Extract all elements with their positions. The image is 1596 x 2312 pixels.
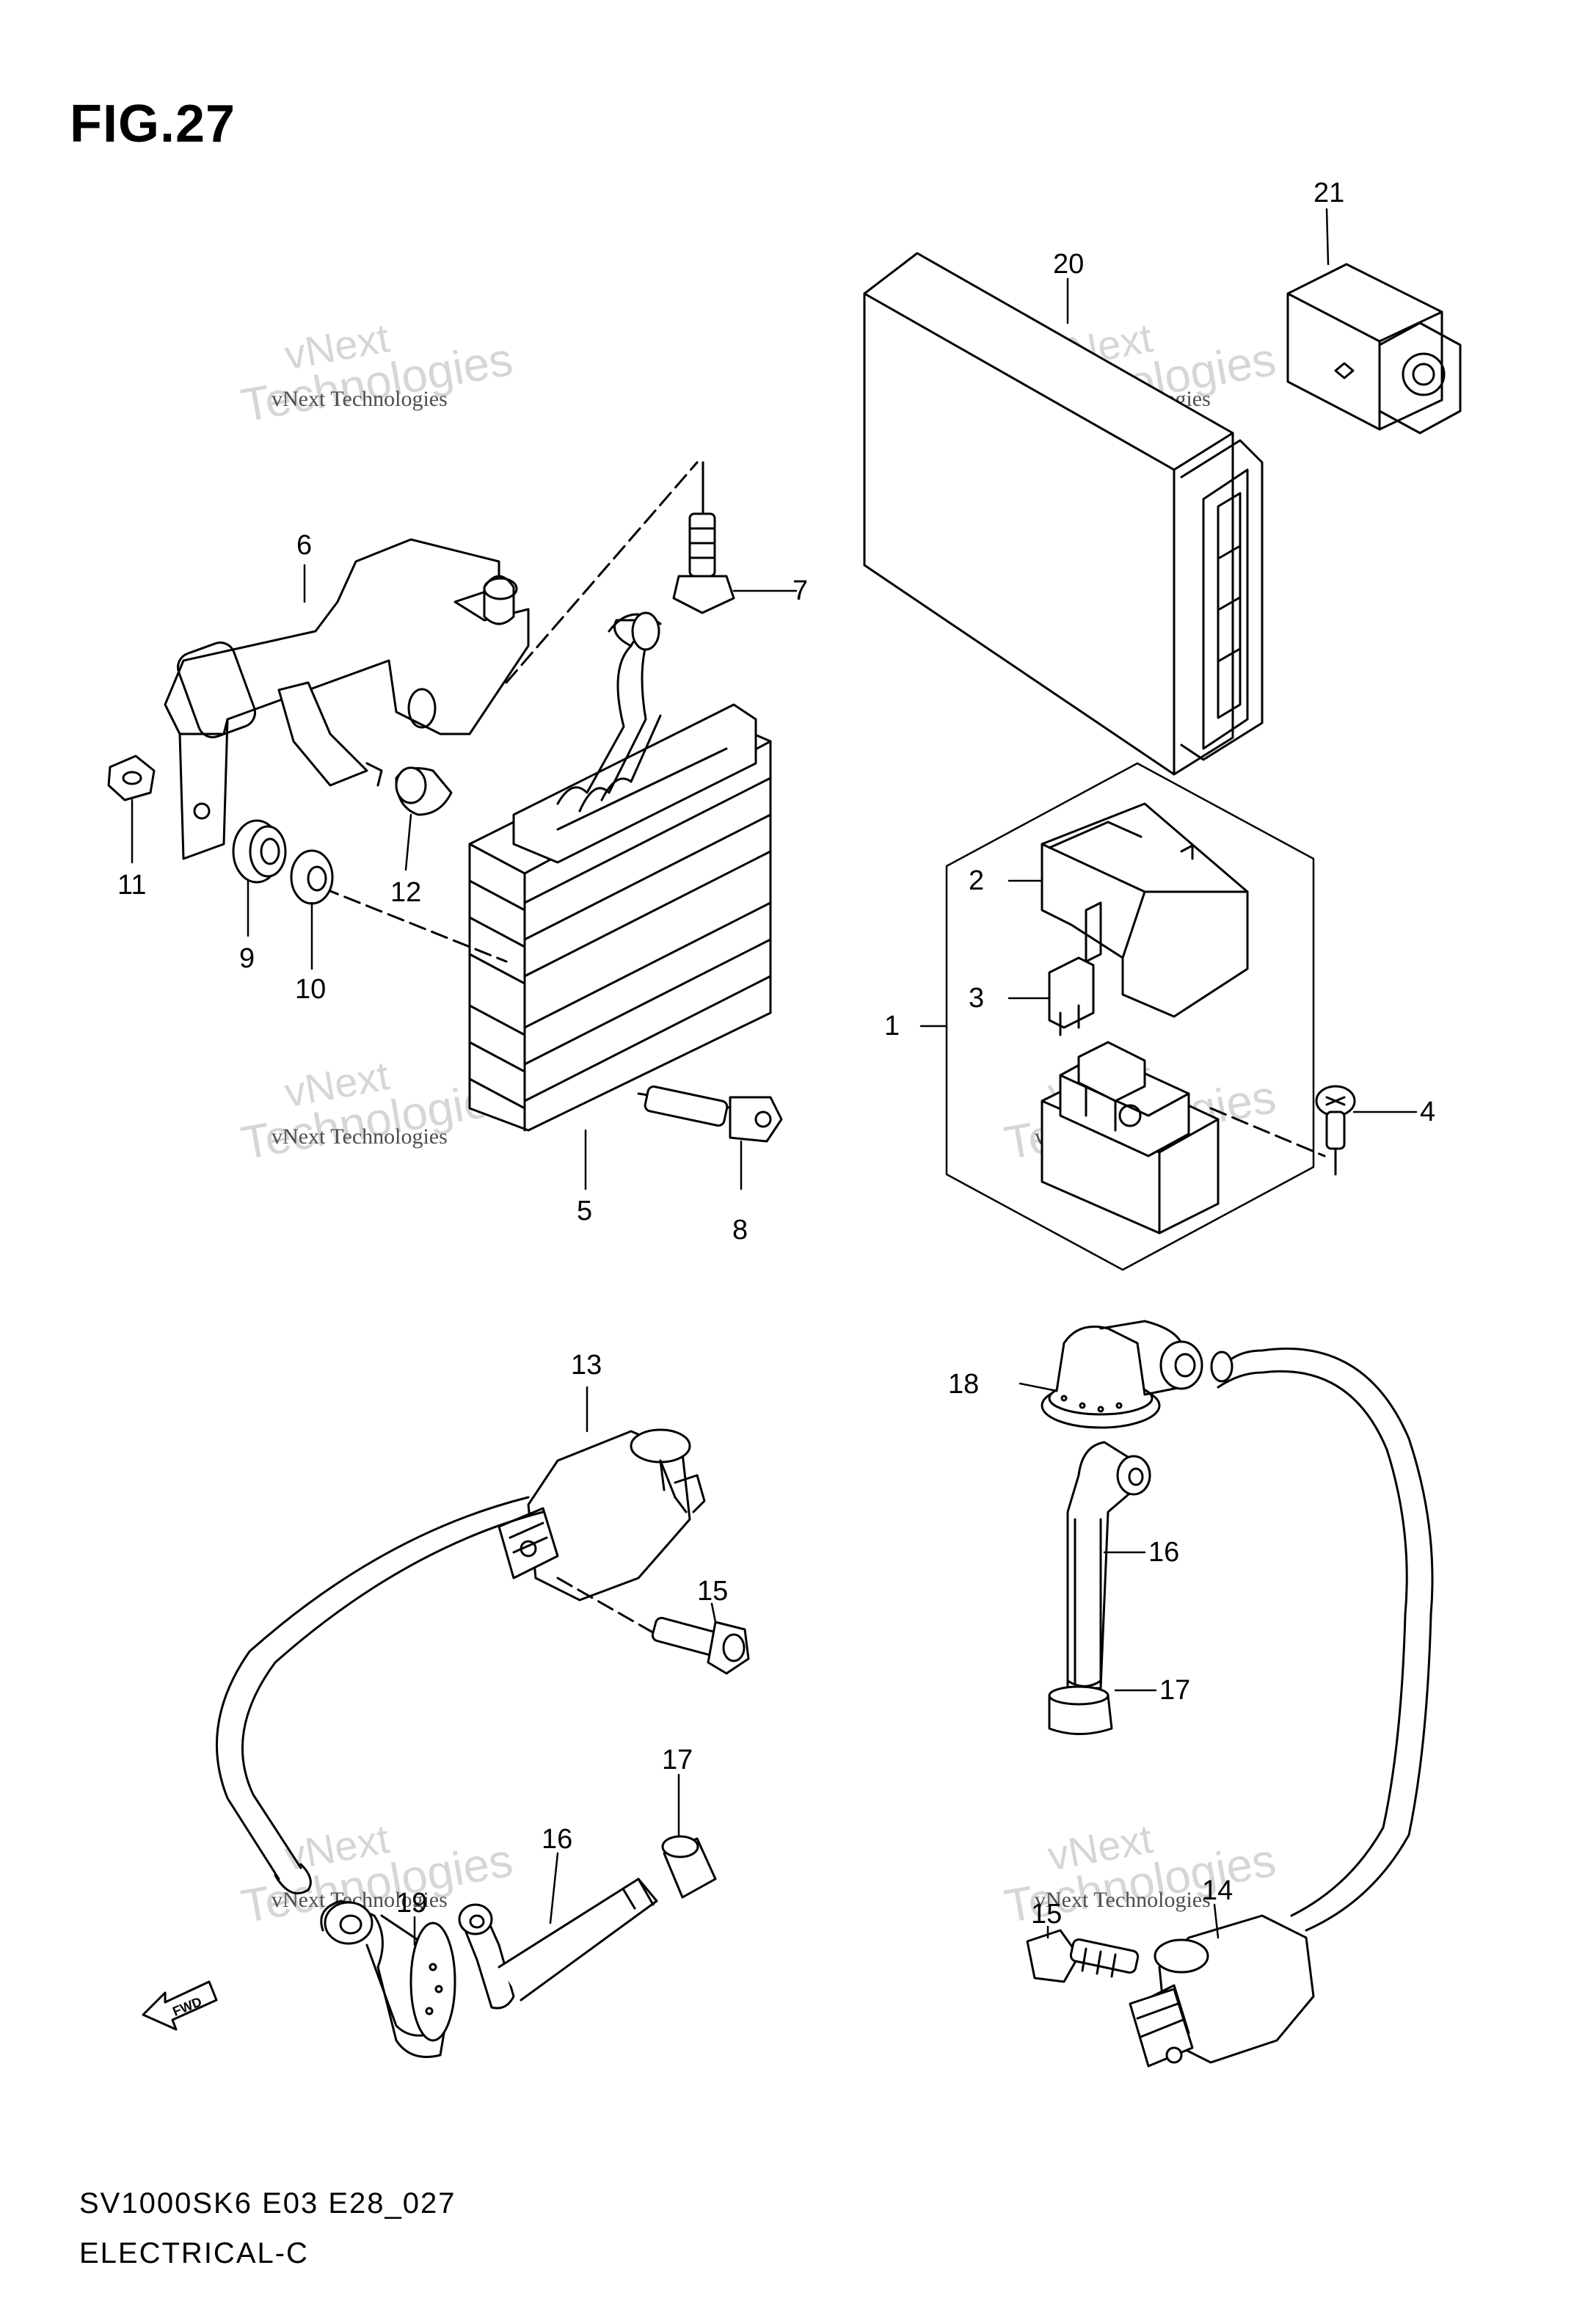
collar-part12 — [395, 766, 453, 816]
regulator-bracket — [164, 538, 530, 860]
relay-cover-part2 — [1041, 802, 1249, 1018]
relay-connector — [1286, 263, 1462, 435]
callout-14: 14 — [1202, 1875, 1233, 1906]
plug-cap-part18 — [1041, 1320, 1434, 1932]
forward-direction-arrow: FWD — [142, 1980, 218, 2031]
callout-17b: 17 — [662, 1745, 693, 1775]
callout-15b: 15 — [1031, 1899, 1062, 1930]
callout-6: 6 — [296, 530, 312, 561]
section-name: ELECTRICAL-C — [79, 2237, 309, 2269]
callout-7: 7 — [792, 575, 808, 606]
watermark: vNext Technologies vNext Technologies — [237, 314, 516, 432]
fuse-part3 — [1048, 956, 1095, 1036]
watermark-caption: vNext Technologies — [1035, 1888, 1211, 1912]
callout-19: 19 — [396, 1888, 427, 1919]
nut-part11 — [107, 755, 156, 801]
callout-3: 3 — [969, 983, 984, 1014]
bolt-part15-left — [651, 1616, 750, 1675]
callout-16b: 16 — [542, 1824, 572, 1855]
callout-11: 11 — [117, 870, 146, 901]
callout-5: 5 — [577, 1196, 592, 1226]
ecm-unit — [863, 252, 1264, 776]
ignition-coil-part13 — [216, 1428, 706, 1894]
sleeve-part17-left — [661, 1835, 717, 1899]
screw-part4 — [1315, 1085, 1356, 1176]
callout-13: 13 — [571, 1350, 602, 1381]
bolt-part7 — [672, 512, 735, 614]
bolt-part8 — [637, 1085, 783, 1143]
leader-line-dashed — [556, 1577, 662, 1638]
figure-title: FIG.27 — [70, 95, 236, 153]
starter-relay-assembly — [945, 762, 1326, 1271]
plug-cap-part19 — [320, 1900, 456, 2058]
callout-21: 21 — [1313, 178, 1344, 208]
leader-line-dashed — [321, 887, 508, 963]
callout-labels: 1 2 3 4 5 6 7 8 9 10 11 12 13 14 15 15 1… — [117, 178, 1435, 1930]
callout-leaders — [131, 208, 1418, 1946]
callout-20: 20 — [1053, 249, 1084, 280]
callout-9: 9 — [239, 943, 255, 974]
callout-16a: 16 — [1148, 1537, 1179, 1568]
watermark-caption: vNext Technologies — [272, 387, 448, 411]
callout-17a: 17 — [1159, 1675, 1190, 1706]
watermark-caption: vNext Technologies — [272, 1124, 448, 1149]
plug-lead-part16-left — [458, 1877, 658, 2010]
ignition-coil-part14 — [1129, 1914, 1315, 2068]
callout-1: 1 — [884, 1011, 900, 1042]
callout-4: 4 — [1420, 1097, 1435, 1127]
callout-12: 12 — [390, 877, 421, 908]
callout-15a: 15 — [697, 1576, 728, 1607]
leader-line-dashed — [505, 461, 699, 684]
grommet-part9 — [232, 819, 287, 884]
bolt-part15-right — [1026, 1929, 1140, 1983]
plug-lead-part16-right — [1066, 1441, 1151, 1690]
relay-body — [1041, 1041, 1220, 1235]
washer-part10 — [290, 849, 334, 905]
callout-10: 10 — [295, 974, 326, 1005]
regulator-rectifier — [468, 611, 772, 1132]
callout-18: 18 — [948, 1369, 979, 1400]
callout-2: 2 — [969, 865, 984, 896]
callout-8: 8 — [732, 1215, 748, 1246]
model-code: SV1000SK6 E03 E28_027 — [79, 2187, 456, 2220]
sleeve-part17-right — [1048, 1685, 1113, 1735]
